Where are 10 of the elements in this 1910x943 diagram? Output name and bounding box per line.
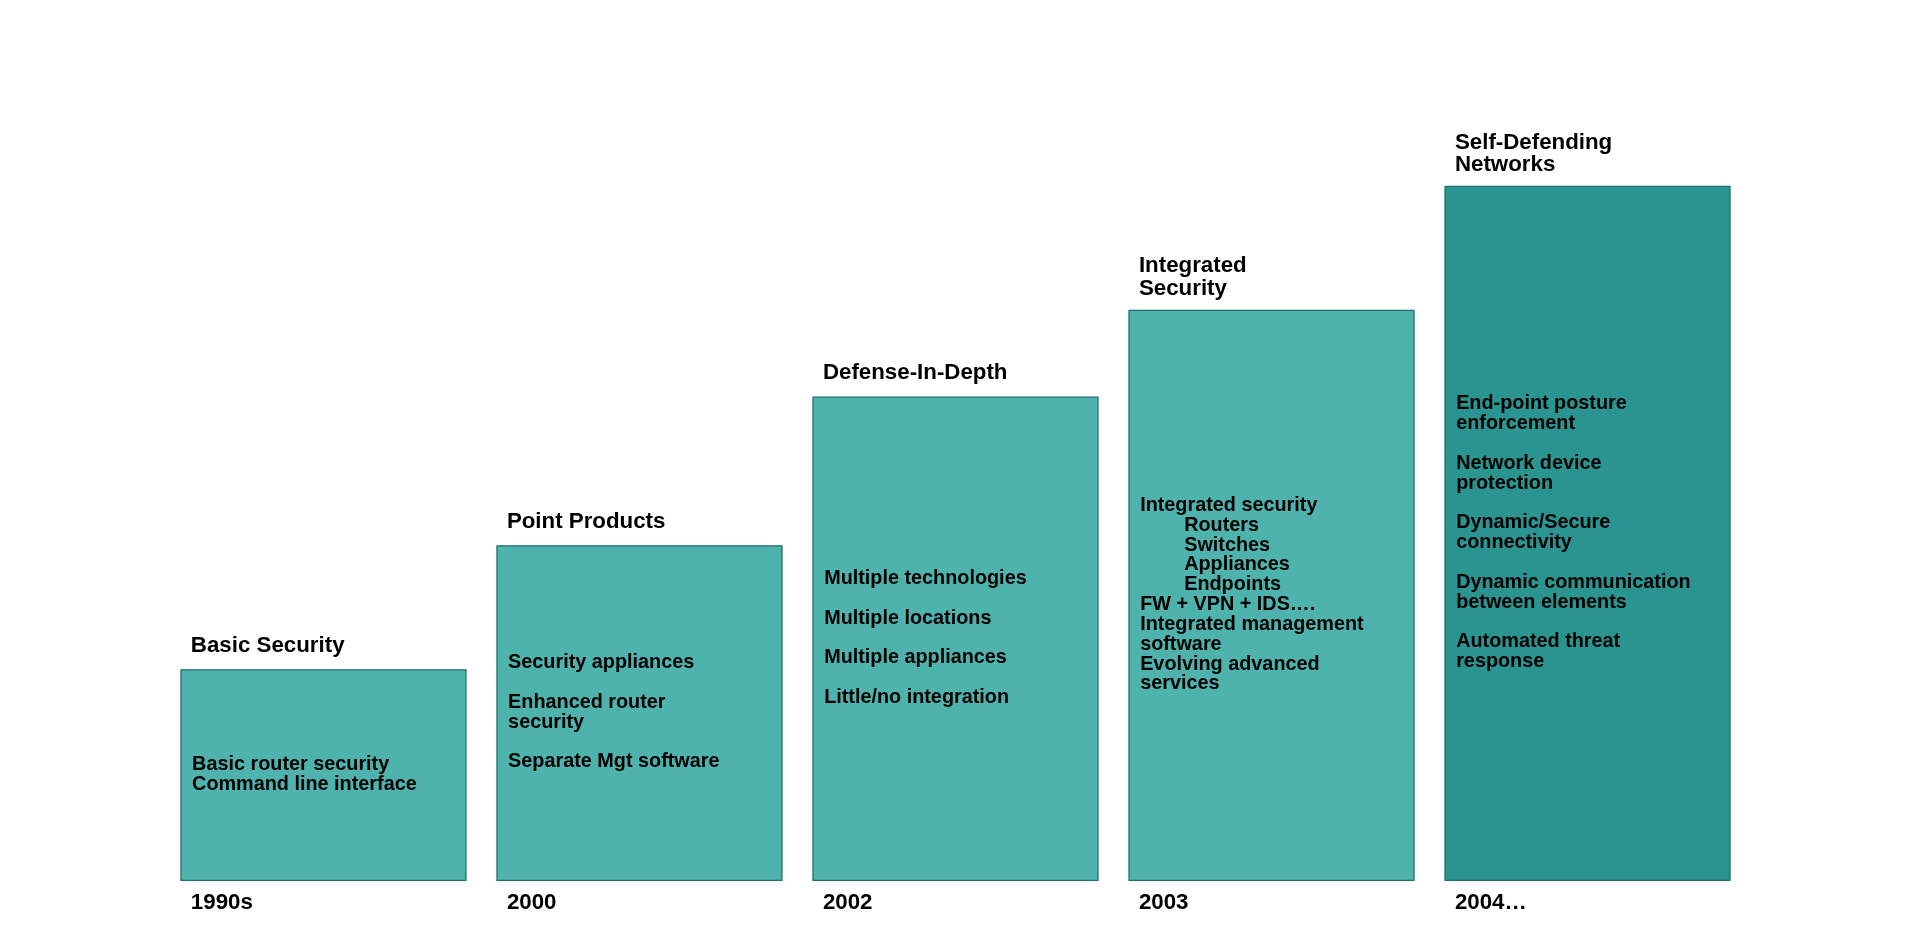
node-label: Point Products bbox=[506, 507, 665, 533]
node-label: 1990s bbox=[190, 889, 253, 915]
node-label: Self-Defending Networks bbox=[1454, 128, 1612, 176]
node-label: 2003 bbox=[1138, 889, 1189, 915]
node-label: Basic Security bbox=[190, 631, 345, 657]
node-label: Integrated Security bbox=[1138, 252, 1247, 300]
node-label: 2002 bbox=[822, 889, 873, 915]
node-label: 2000 bbox=[506, 889, 556, 915]
node-label: Defense-In-Depth bbox=[822, 359, 1007, 385]
node-label: 2004… bbox=[1454, 889, 1527, 915]
